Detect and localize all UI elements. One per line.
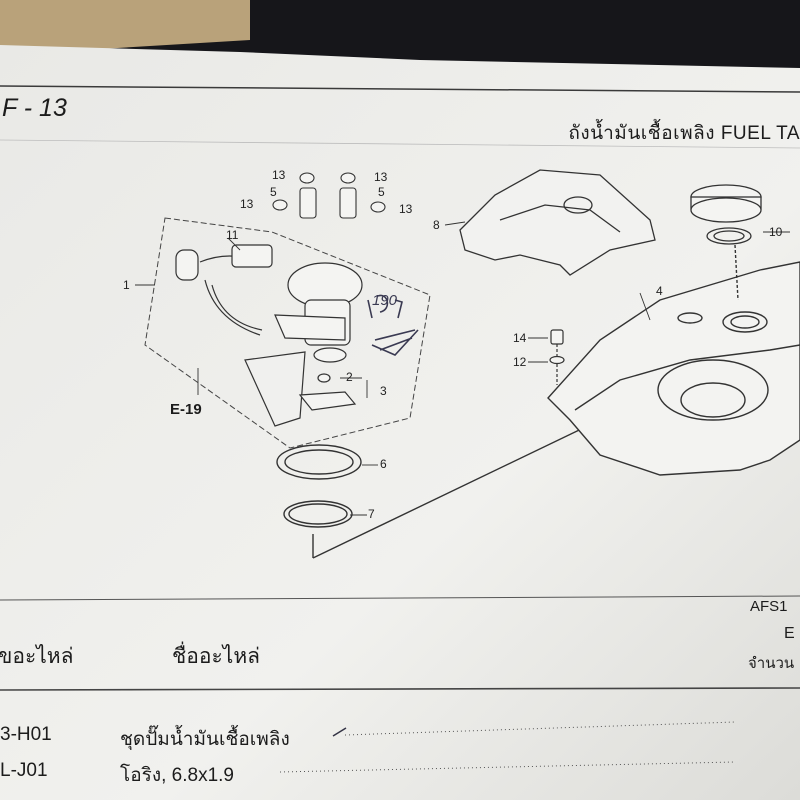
callout-3: 3 bbox=[380, 384, 387, 398]
callout-4: 4 bbox=[656, 284, 663, 298]
callout-2: 2 bbox=[346, 370, 353, 384]
callout-10: 10 bbox=[769, 225, 783, 239]
fuel-pump-drawing bbox=[175, 244, 363, 427]
leader-lines bbox=[135, 221, 790, 516]
reference-e19: E-19 bbox=[170, 401, 202, 418]
page-title: ถังน้ำมันเชื้อเพลิง FUEL TA bbox=[568, 123, 800, 144]
row-2-part-no: L-J01 bbox=[0, 760, 48, 781]
pump-assembly-frame bbox=[144, 217, 431, 449]
row-1-part-name: ชุดปั๊มน้ำมันเชื้อเพลิง bbox=[120, 729, 290, 750]
model-sub: E bbox=[784, 625, 795, 642]
callout-13a: 13 bbox=[272, 168, 286, 182]
handwritten-number: 190 bbox=[372, 292, 398, 309]
callout-14: 14 bbox=[513, 331, 527, 345]
callout-1: 1 bbox=[123, 278, 130, 292]
protector-drawing bbox=[459, 169, 656, 276]
callout-13d: 13 bbox=[399, 202, 413, 216]
callout-12: 12 bbox=[513, 355, 527, 369]
gasket-drawing bbox=[276, 419, 601, 559]
row-1-part-no: 3-H01 bbox=[0, 724, 52, 745]
qty-header: จำนวน bbox=[748, 655, 795, 672]
callout-13c: 13 bbox=[240, 197, 254, 211]
handwritten-note bbox=[367, 294, 419, 356]
callout-7: 7 bbox=[368, 507, 375, 521]
callout-13b: 13 bbox=[374, 170, 388, 184]
col-part-name: ชื่ออะไหล่ bbox=[172, 645, 261, 668]
row-2-part-name: โอริง, 6.8x1.9 bbox=[120, 765, 234, 786]
model-code: AFS1 bbox=[750, 598, 788, 615]
bolt-washer-drawing bbox=[549, 329, 565, 385]
callout-5b: 5 bbox=[378, 185, 385, 199]
col-part-no: ขอะไหล่ bbox=[0, 645, 74, 668]
fuel-cap-drawing bbox=[690, 184, 762, 245]
callout-8: 8 bbox=[433, 218, 440, 232]
fuel-tank-drawing bbox=[547, 244, 800, 476]
page-code: F - 13 bbox=[2, 94, 67, 122]
callout-5a: 5 bbox=[270, 185, 277, 199]
bolts-drawing bbox=[272, 172, 386, 219]
callout-6: 6 bbox=[380, 457, 387, 471]
callout-11: 11 bbox=[226, 228, 239, 242]
